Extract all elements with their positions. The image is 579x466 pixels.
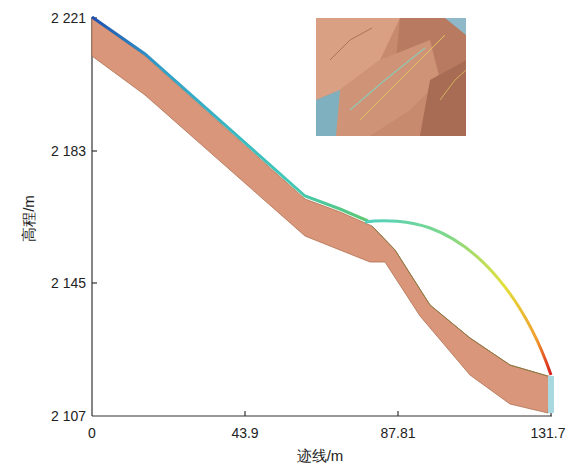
terrain-inset xyxy=(316,18,466,136)
rock-layer xyxy=(92,18,551,413)
slip-surface xyxy=(372,226,551,377)
slide-mass-arc xyxy=(365,221,551,375)
x-tick-label: 43.9 xyxy=(231,426,258,440)
toe-block xyxy=(548,376,554,413)
x-tick-label: 131.7 xyxy=(530,426,565,440)
x-tick-label: 87.81 xyxy=(380,426,415,440)
x-tick-label: 0 xyxy=(88,426,96,440)
x-axis-title: 迹线/m xyxy=(297,448,344,463)
y-tick-label: 2 107 xyxy=(51,409,86,423)
y-tick-label: 2 221 xyxy=(51,11,86,25)
axes xyxy=(92,17,552,416)
y-tick-label: 2 183 xyxy=(51,144,86,158)
y-axis-title: 高程/m xyxy=(20,195,35,242)
y-tick-label: 2 145 xyxy=(51,276,86,290)
